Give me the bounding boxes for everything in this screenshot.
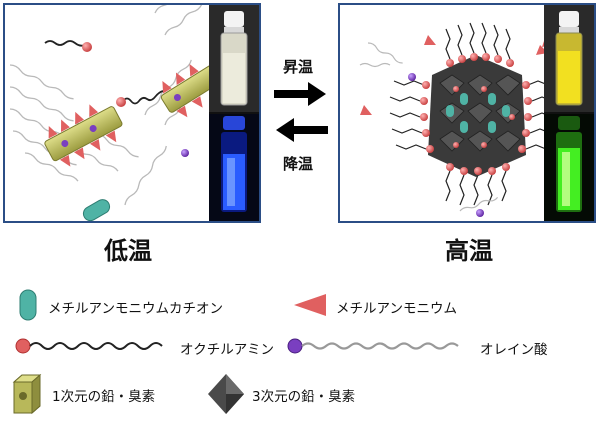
high-temperature-label: 高温 [445, 237, 493, 265]
cooling-arrow [276, 118, 328, 142]
low-temperature-vial-photos [209, 5, 259, 221]
legend-1d-lead-bromide: 1次元の鉛・臭素 [52, 389, 156, 405]
methylammonium-cation [82, 199, 111, 221]
1d-lead-bromide-rod-right [160, 63, 223, 118]
legend-methylammonium-cation: メチルアンモニウムカチオン [48, 301, 223, 317]
cooling-label: 降温 [283, 155, 314, 173]
reversible-arrows [274, 82, 328, 142]
low-temperature-illustration [9, 5, 223, 221]
1d-lead-bromide-rod-left [44, 104, 123, 167]
high-temperature-panel [338, 3, 596, 223]
heating-arrow [274, 82, 326, 106]
heating-label: 昇温 [283, 58, 314, 76]
methylammonium-cone-icon [294, 294, 326, 316]
legend-octylamine: オクチルアミン [180, 342, 274, 358]
vial-uv-low [209, 114, 259, 221]
octylamine-icon [15, 338, 163, 354]
legend-methylammonium: メチルアンモニウム [336, 301, 457, 317]
oleic-acid-chains-high [359, 42, 499, 212]
vial-daylight-low [209, 5, 259, 112]
1d-lead-bromide-icon [12, 373, 42, 415]
legend-oleic-acid: オレイン酸 [480, 342, 548, 358]
octylamine-heads [420, 53, 532, 175]
methylammonium-cation-icon [19, 289, 37, 321]
oleic-acid-icon [287, 338, 459, 354]
low-temperature-label: 低温 [104, 237, 152, 265]
vial-uv-high [544, 114, 594, 221]
legend-3d-lead-bromide: 3次元の鉛・臭素 [252, 389, 356, 405]
oleic-acid-head [181, 149, 189, 157]
3d-lead-bromide-icon [208, 374, 244, 414]
oleic-acid-heads-high [408, 73, 484, 217]
high-temperature-illustration [359, 22, 572, 217]
3d-lead-bromide-nanocrystal [428, 55, 526, 177]
high-temperature-vial-photos [544, 5, 594, 221]
vial-daylight-high [544, 5, 594, 112]
low-temperature-panel [3, 3, 261, 223]
free-octylamine [44, 40, 164, 107]
